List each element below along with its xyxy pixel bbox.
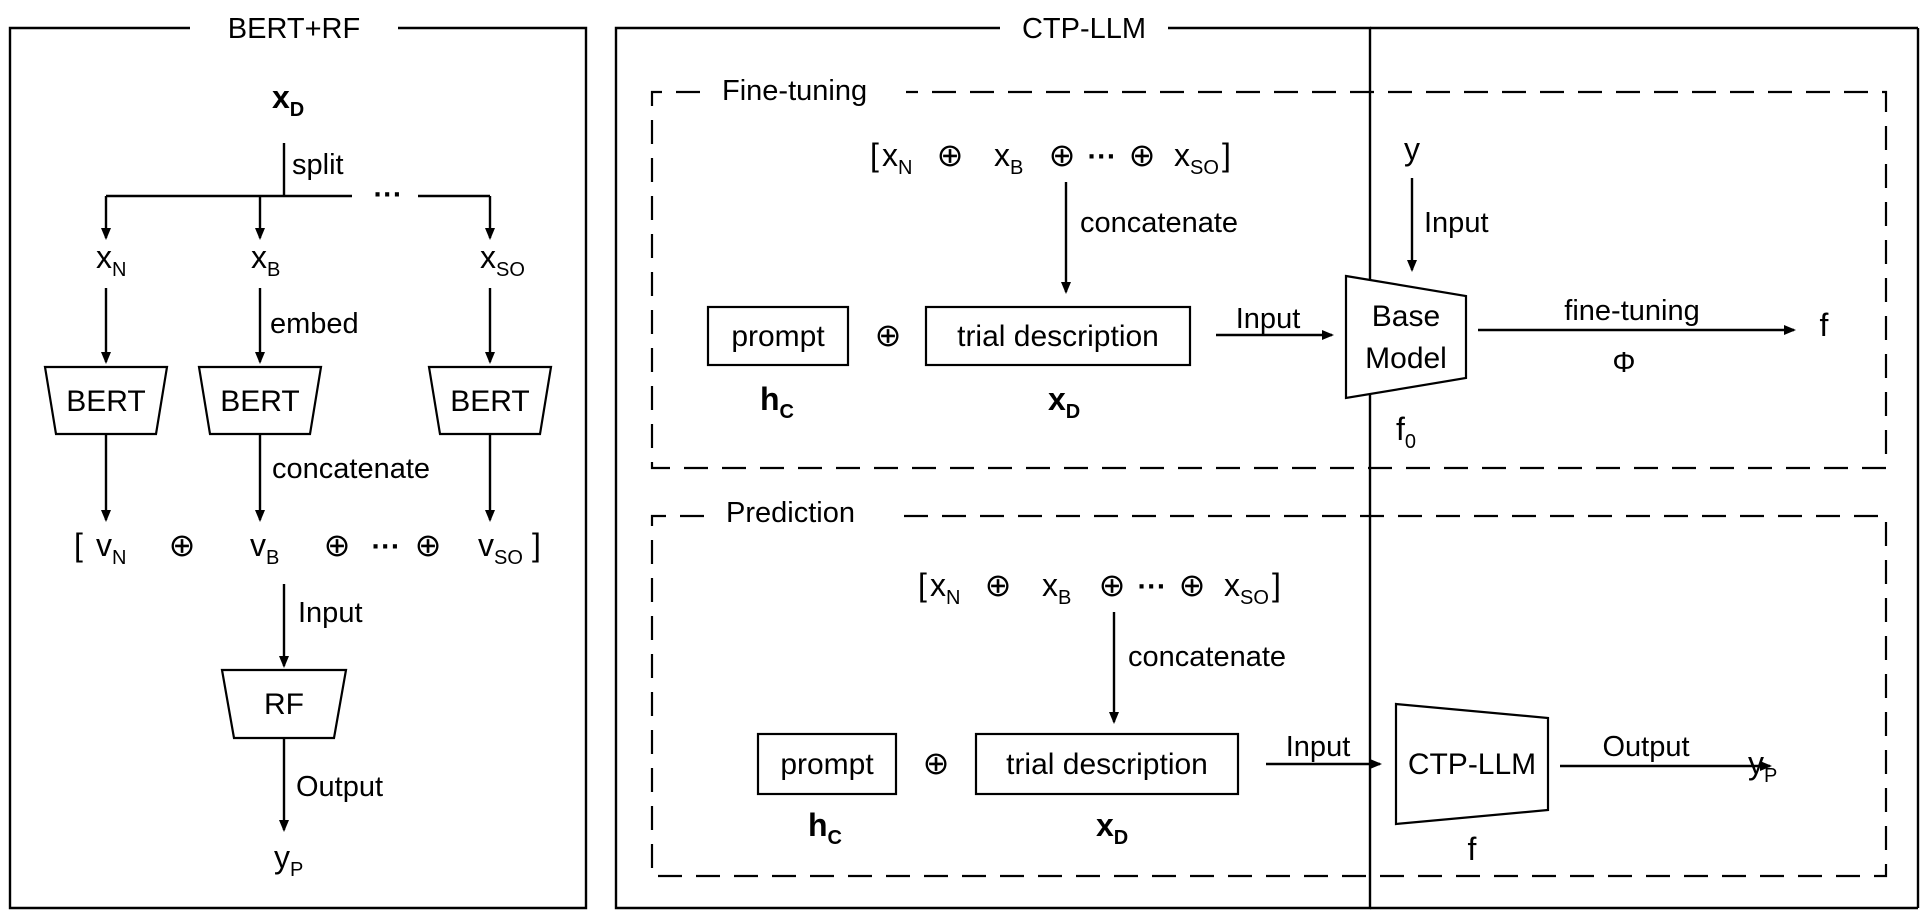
bert-rf-panel: BERT+RF xD split ··· xN xB xSO embed BER… xyxy=(8,13,588,910)
bracket-open: [ xyxy=(74,527,83,563)
pr-model-label: CTP-LLM xyxy=(1408,748,1536,781)
ft-model-line2: Model xyxy=(1365,342,1447,375)
output-yp-left: yP xyxy=(274,839,303,881)
predict-title: Prediction xyxy=(726,497,855,529)
finetune-title: Fine-tuning xyxy=(722,75,867,107)
pr-desc-label: trial description xyxy=(1006,748,1208,781)
pr-seq-close: ] xyxy=(1272,567,1281,603)
ft-output-f: f xyxy=(1820,307,1829,343)
ctp-llm-frame xyxy=(614,26,1372,910)
input-label-left: Input xyxy=(298,597,363,629)
finetune-dashed-box xyxy=(650,90,1888,470)
bert-rf-title: BERT+RF xyxy=(228,13,360,45)
vector-concat-row: [ vN ⊕ vB ⊕ ··· ⊕ vSO ] xyxy=(74,527,541,569)
predict-seq: [ xN ⊕ xB ⊕ ··· ⊕ xSO ] xyxy=(918,567,1281,609)
pr-seq-open: [ xyxy=(918,567,927,603)
finetune-seq: [ xN ⊕ xB ⊕ ··· ⊕ xSO ] xyxy=(870,137,1231,179)
input-xd: xD xyxy=(272,79,304,121)
ft-desc-box xyxy=(924,305,1192,367)
pr-desc-box xyxy=(974,732,1240,796)
ft-model-line1: Base xyxy=(1372,300,1440,333)
pr-seq-oplus-2: ⊕ xyxy=(1099,567,1126,603)
pr-prompt-label: prompt xyxy=(780,748,874,781)
pr-desc-var: xD xyxy=(1096,807,1128,849)
ft-desc-label: trial description xyxy=(957,320,1159,353)
ft-prompt-box xyxy=(706,305,850,367)
ft-seq-open: [ xyxy=(870,137,879,173)
ft-prompt-var: hC xyxy=(760,381,794,423)
bert-encoder-b xyxy=(197,365,323,436)
oplus-2: ⊕ xyxy=(324,527,351,563)
ft-seq-oplus-1: ⊕ xyxy=(937,137,964,173)
bert-rf-frame xyxy=(8,26,588,910)
vector-vb: vB xyxy=(250,527,279,569)
bert-label-b: BERT xyxy=(220,385,299,418)
ft-seq-xn: xN xyxy=(882,137,912,179)
ctp-llm-panel: CTP-LLM Fine-tuning [ xN ⊕ xB ⊕ ··· ⊕ xS… xyxy=(614,13,1920,910)
split-dots: ··· xyxy=(374,179,403,211)
pr-seq-xso: xSO xyxy=(1224,567,1269,609)
embed-label: embed xyxy=(270,308,359,340)
rf-label: RF xyxy=(264,688,304,721)
branch-xb: xB xyxy=(251,239,280,281)
ft-base-model xyxy=(1344,274,1468,400)
ft-seq-xso: xSO xyxy=(1174,137,1219,179)
oplus-3: ⊕ xyxy=(415,527,442,563)
pr-oplus-prompt: ⊕ xyxy=(923,745,950,781)
vector-vso: vSO xyxy=(478,527,523,569)
predict-dashed-box xyxy=(650,514,1888,878)
bert-label-so: BERT xyxy=(450,385,529,418)
finetune-section: Fine-tuning [ xN ⊕ xB ⊕ ··· ⊕ xSO ] conc… xyxy=(650,75,1888,470)
pr-model-var: f xyxy=(1468,831,1477,867)
pr-output-label: Output xyxy=(1602,731,1689,763)
branch-xso: xSO xyxy=(480,239,525,281)
ft-seq-oplus-3: ⊕ xyxy=(1129,137,1156,173)
vector-dots: ··· xyxy=(372,531,401,563)
pr-prompt-var: hC xyxy=(808,807,842,849)
ft-y-input-label: Input xyxy=(1424,207,1489,239)
ft-desc-var: xD xyxy=(1048,381,1080,423)
ft-concat-label: concatenate xyxy=(1080,207,1238,239)
ft-seq-dots: ··· xyxy=(1088,141,1117,173)
split-label: split xyxy=(292,149,344,181)
bracket-close: ] xyxy=(532,527,541,563)
ft-tuning-label: fine-tuning xyxy=(1564,295,1699,327)
prediction-section: Prediction [ xN ⊕ xB ⊕ ··· ⊕ xSO ] conca… xyxy=(650,497,1888,878)
ctp-llm-title: CTP-LLM xyxy=(1022,13,1146,45)
concat-label-left: concatenate xyxy=(272,453,430,485)
pr-seq-xb: xB xyxy=(1042,567,1071,609)
pr-seq-dots: ··· xyxy=(1138,571,1167,603)
ft-y-label: y xyxy=(1404,131,1420,167)
ft-seq-xb: xB xyxy=(994,137,1023,179)
ft-seq-oplus-2: ⊕ xyxy=(1049,137,1076,173)
pr-output-yp: yP xyxy=(1748,745,1777,787)
ft-oplus-prompt: ⊕ xyxy=(875,317,902,353)
pr-seq-oplus-3: ⊕ xyxy=(1179,567,1206,603)
vector-vn: vN xyxy=(96,527,126,569)
bert-encoder-so xyxy=(427,365,553,436)
pr-input-label: Input xyxy=(1286,731,1351,763)
ft-seq-close: ] xyxy=(1222,137,1231,173)
ft-prompt-label: prompt xyxy=(731,320,825,353)
pr-ctp-llm-model xyxy=(1394,702,1550,826)
bert-label-n: BERT xyxy=(66,385,145,418)
ft-phi-label: Φ xyxy=(1612,347,1635,379)
output-label-left: Output xyxy=(296,771,383,803)
bert-encoder-n xyxy=(43,365,169,436)
oplus-1: ⊕ xyxy=(169,527,196,563)
rf-classifier xyxy=(220,668,348,740)
ft-model-var: f0 xyxy=(1396,411,1416,453)
pr-seq-oplus-1: ⊕ xyxy=(985,567,1012,603)
pr-concat-label: concatenate xyxy=(1128,641,1286,673)
ft-input-label: Input xyxy=(1236,303,1301,335)
pr-prompt-box xyxy=(756,732,898,796)
branch-xn: xN xyxy=(96,239,126,281)
pr-seq-xn: xN xyxy=(930,567,960,609)
